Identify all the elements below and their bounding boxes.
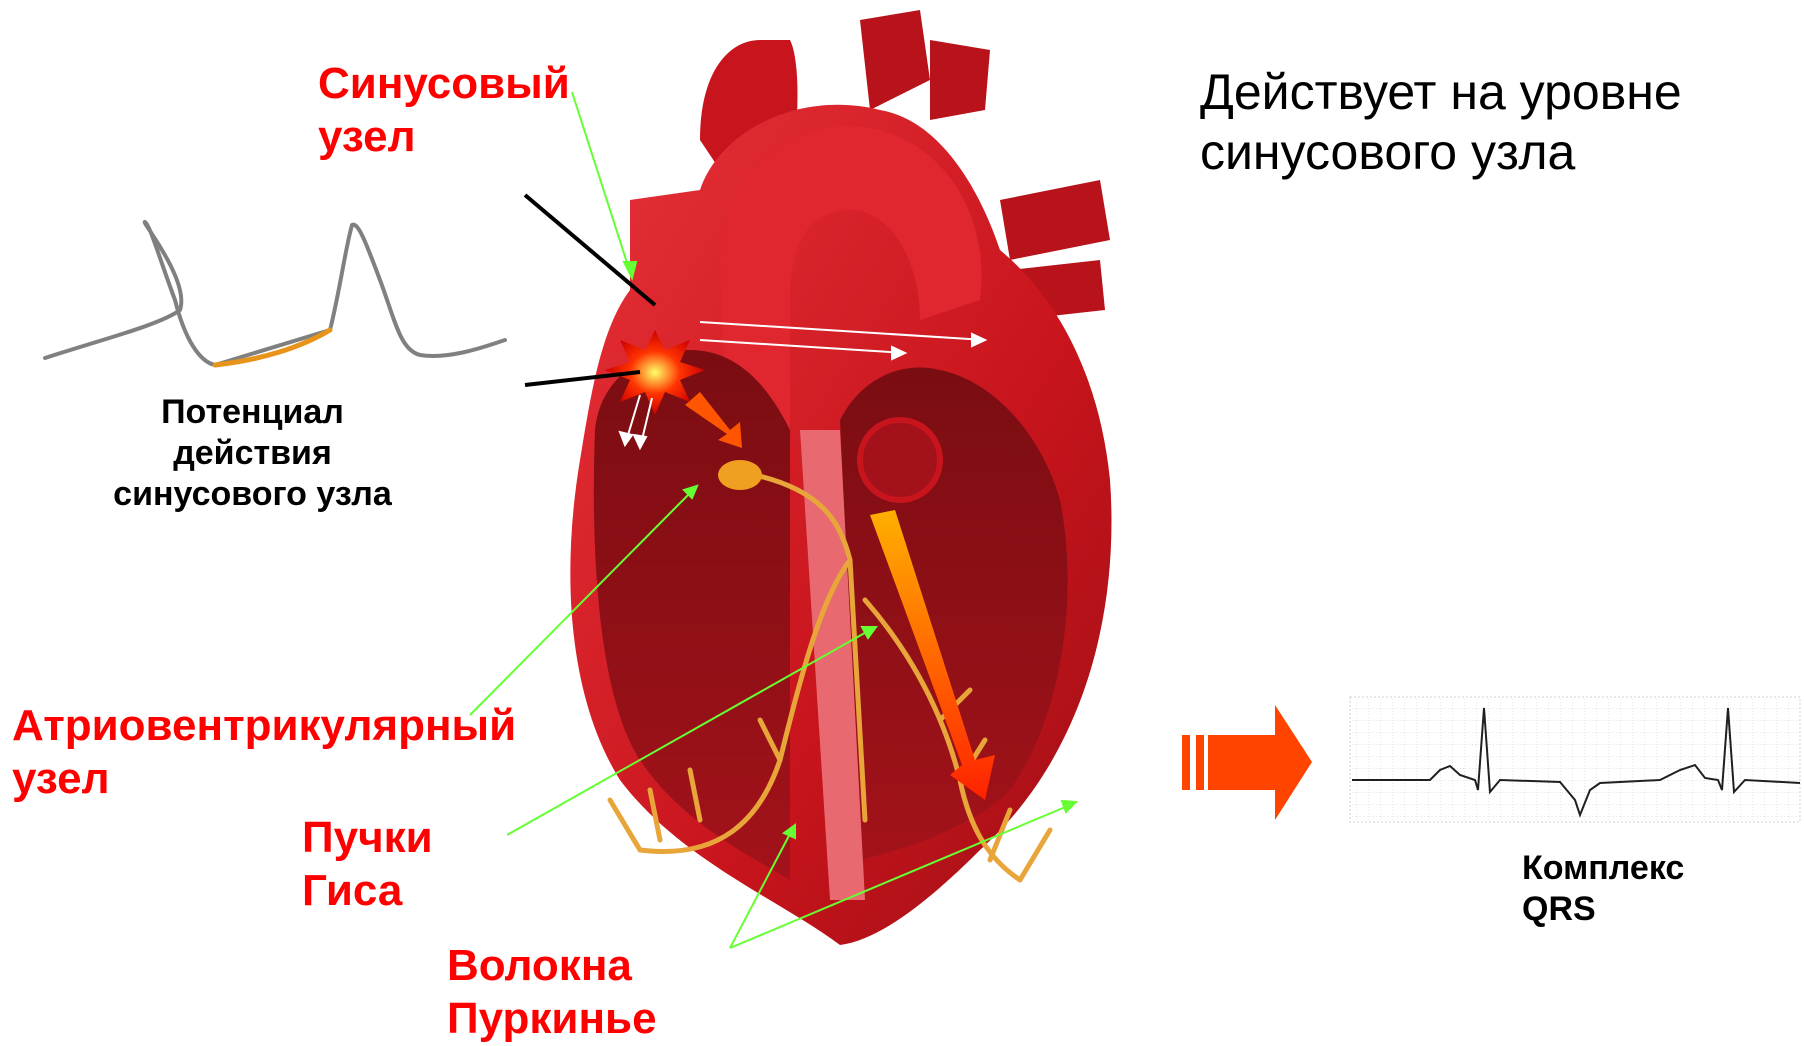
sinus-node-label-line1: Синусовый [318,58,570,111]
right-arrow-icon [1182,705,1312,820]
ecg-strip-icon [1350,697,1800,822]
his-bundle-label-line2: Гиса [302,865,433,918]
av-node-label-line2: узел [12,753,516,806]
note-line2: синусового узла [1200,122,1682,182]
sinus-node-label: Синусовый узел [318,58,570,164]
note-text: Действует на уровне синусового узла [1200,62,1682,182]
note-line1: Действует на уровне [1200,62,1682,122]
action-potential-label: Потенциал действия синусового узла [55,392,450,514]
action-potential-line1: Потенциал [55,392,450,433]
action-potential-curve [45,222,505,365]
his-bundle-label: Пучки Гиса [302,812,433,918]
qrs-label-line2: QRS [1522,889,1684,930]
av-node-label: Атриовентрикулярный узел [12,700,516,806]
sinus-node-label-line2: узел [318,111,570,164]
qrs-label: Комплекс QRS [1522,848,1684,930]
purkinje-label-line2: Пуркинье [447,993,657,1046]
av-node-label-line1: Атриовентрикулярный [12,700,516,753]
purkinje-label: Волокна Пуркинье [447,940,657,1046]
action-potential-line3: синусового узла [55,474,450,515]
qrs-label-line1: Комплекс [1522,848,1684,889]
heart-illustration [570,10,1111,945]
purkinje-label-line1: Волокна [447,940,657,993]
action-potential-line2: действия [55,433,450,474]
his-bundle-label-line1: Пучки [302,812,433,865]
